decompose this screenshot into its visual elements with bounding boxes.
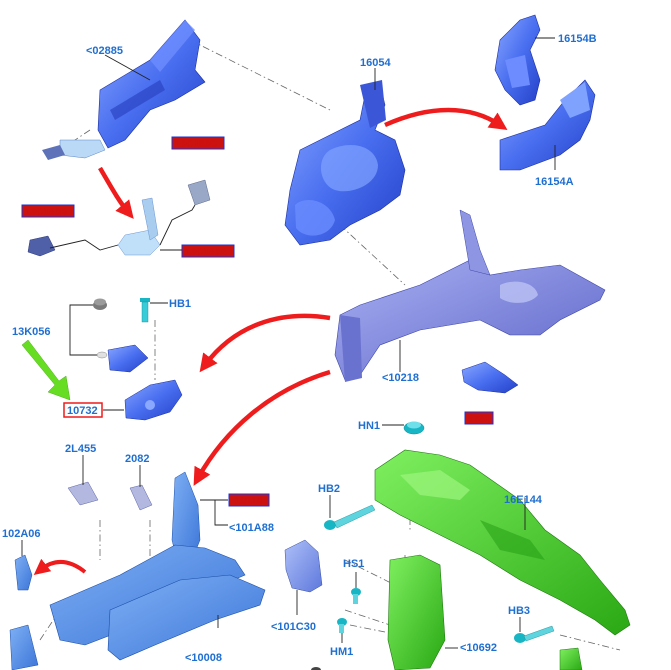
label-10692: <10692 xyxy=(460,642,497,654)
label-13K056: 13K056 xyxy=(12,326,51,338)
label-HB2: HB2 xyxy=(318,483,340,495)
label-HN1: HN1 xyxy=(358,420,380,432)
screw-HS1[interactable] xyxy=(351,572,361,604)
green-arrow xyxy=(21,339,71,401)
red-arrow-left-2 xyxy=(193,369,331,486)
label-HM1: HM1 xyxy=(330,646,353,658)
label-10732: 10732 xyxy=(67,405,98,417)
label-102A06: 102A06 xyxy=(2,528,41,540)
part-2082[interactable] xyxy=(129,465,153,511)
part-101C30[interactable] xyxy=(284,539,323,615)
part-13K056-cluster[interactable] xyxy=(69,298,149,373)
label-16154A: 16154A xyxy=(535,176,574,188)
label-2L455: 2L455 xyxy=(65,443,96,455)
label-101C30: <101C30 xyxy=(271,621,316,633)
part-02885[interactable] xyxy=(42,19,206,160)
label-10008: <10008 xyxy=(185,652,222,664)
part-102A06[interactable] xyxy=(14,540,33,591)
red-arrow-left-1 xyxy=(199,313,331,373)
label-16054: 16054 xyxy=(360,57,391,69)
part-16E144[interactable] xyxy=(374,449,631,636)
bolt-HB2[interactable] xyxy=(324,495,376,530)
label-2082: 2082 xyxy=(125,453,149,465)
part-5781[interactable] xyxy=(461,361,519,394)
label-10732-box: 10732 xyxy=(63,402,103,418)
red-arrow-right xyxy=(384,107,508,130)
part-long-rail[interactable] xyxy=(49,544,266,661)
redacted-label-3: 16C166A xyxy=(185,247,227,258)
label-16154B: 16154B xyxy=(558,33,597,45)
label-HS1: HS1 xyxy=(343,558,364,570)
label-02885: <02885 xyxy=(86,45,123,57)
nut-HN1[interactable] xyxy=(382,421,425,435)
part-10116[interactable] xyxy=(171,471,228,566)
label-HB3: HB3 xyxy=(508,605,530,617)
label-10218: <10218 xyxy=(382,372,419,384)
bolt-HB1[interactable] xyxy=(140,298,168,323)
red-arrow-down-left xyxy=(98,166,134,219)
redacted-label-5: 5781 xyxy=(468,414,491,425)
label-HB1: HB1 xyxy=(169,298,191,310)
part-10732[interactable] xyxy=(103,379,183,421)
bolt-HB3[interactable] xyxy=(514,617,555,643)
fastener-HM1[interactable] xyxy=(311,618,347,670)
part-16C166-group[interactable] xyxy=(27,179,211,257)
part-10218[interactable] xyxy=(334,209,606,382)
red-arrow-left-3 xyxy=(33,558,87,575)
part-16054[interactable] xyxy=(284,80,406,246)
label-101A88: <101A88 xyxy=(229,522,274,534)
part-labels: <02885 16054 16154B 16154A <10218 13K056… xyxy=(2,33,597,664)
label-leaders xyxy=(104,37,556,530)
redacted-label-4: 10116 xyxy=(235,496,263,507)
part-left-edge[interactable] xyxy=(9,624,39,670)
redacted-labels: 16C166C 16C166B 16C166A 10116 5781 xyxy=(21,136,494,507)
redacted-label-1: 16C166C xyxy=(175,139,217,150)
part-16154A[interactable] xyxy=(499,79,596,171)
label-16E144: 16E144 xyxy=(504,494,543,506)
part-10692[interactable] xyxy=(387,554,583,670)
part-16154B[interactable] xyxy=(494,14,541,106)
part-2L455[interactable] xyxy=(67,455,99,506)
redacted-label-2: 16C166B xyxy=(25,207,67,218)
